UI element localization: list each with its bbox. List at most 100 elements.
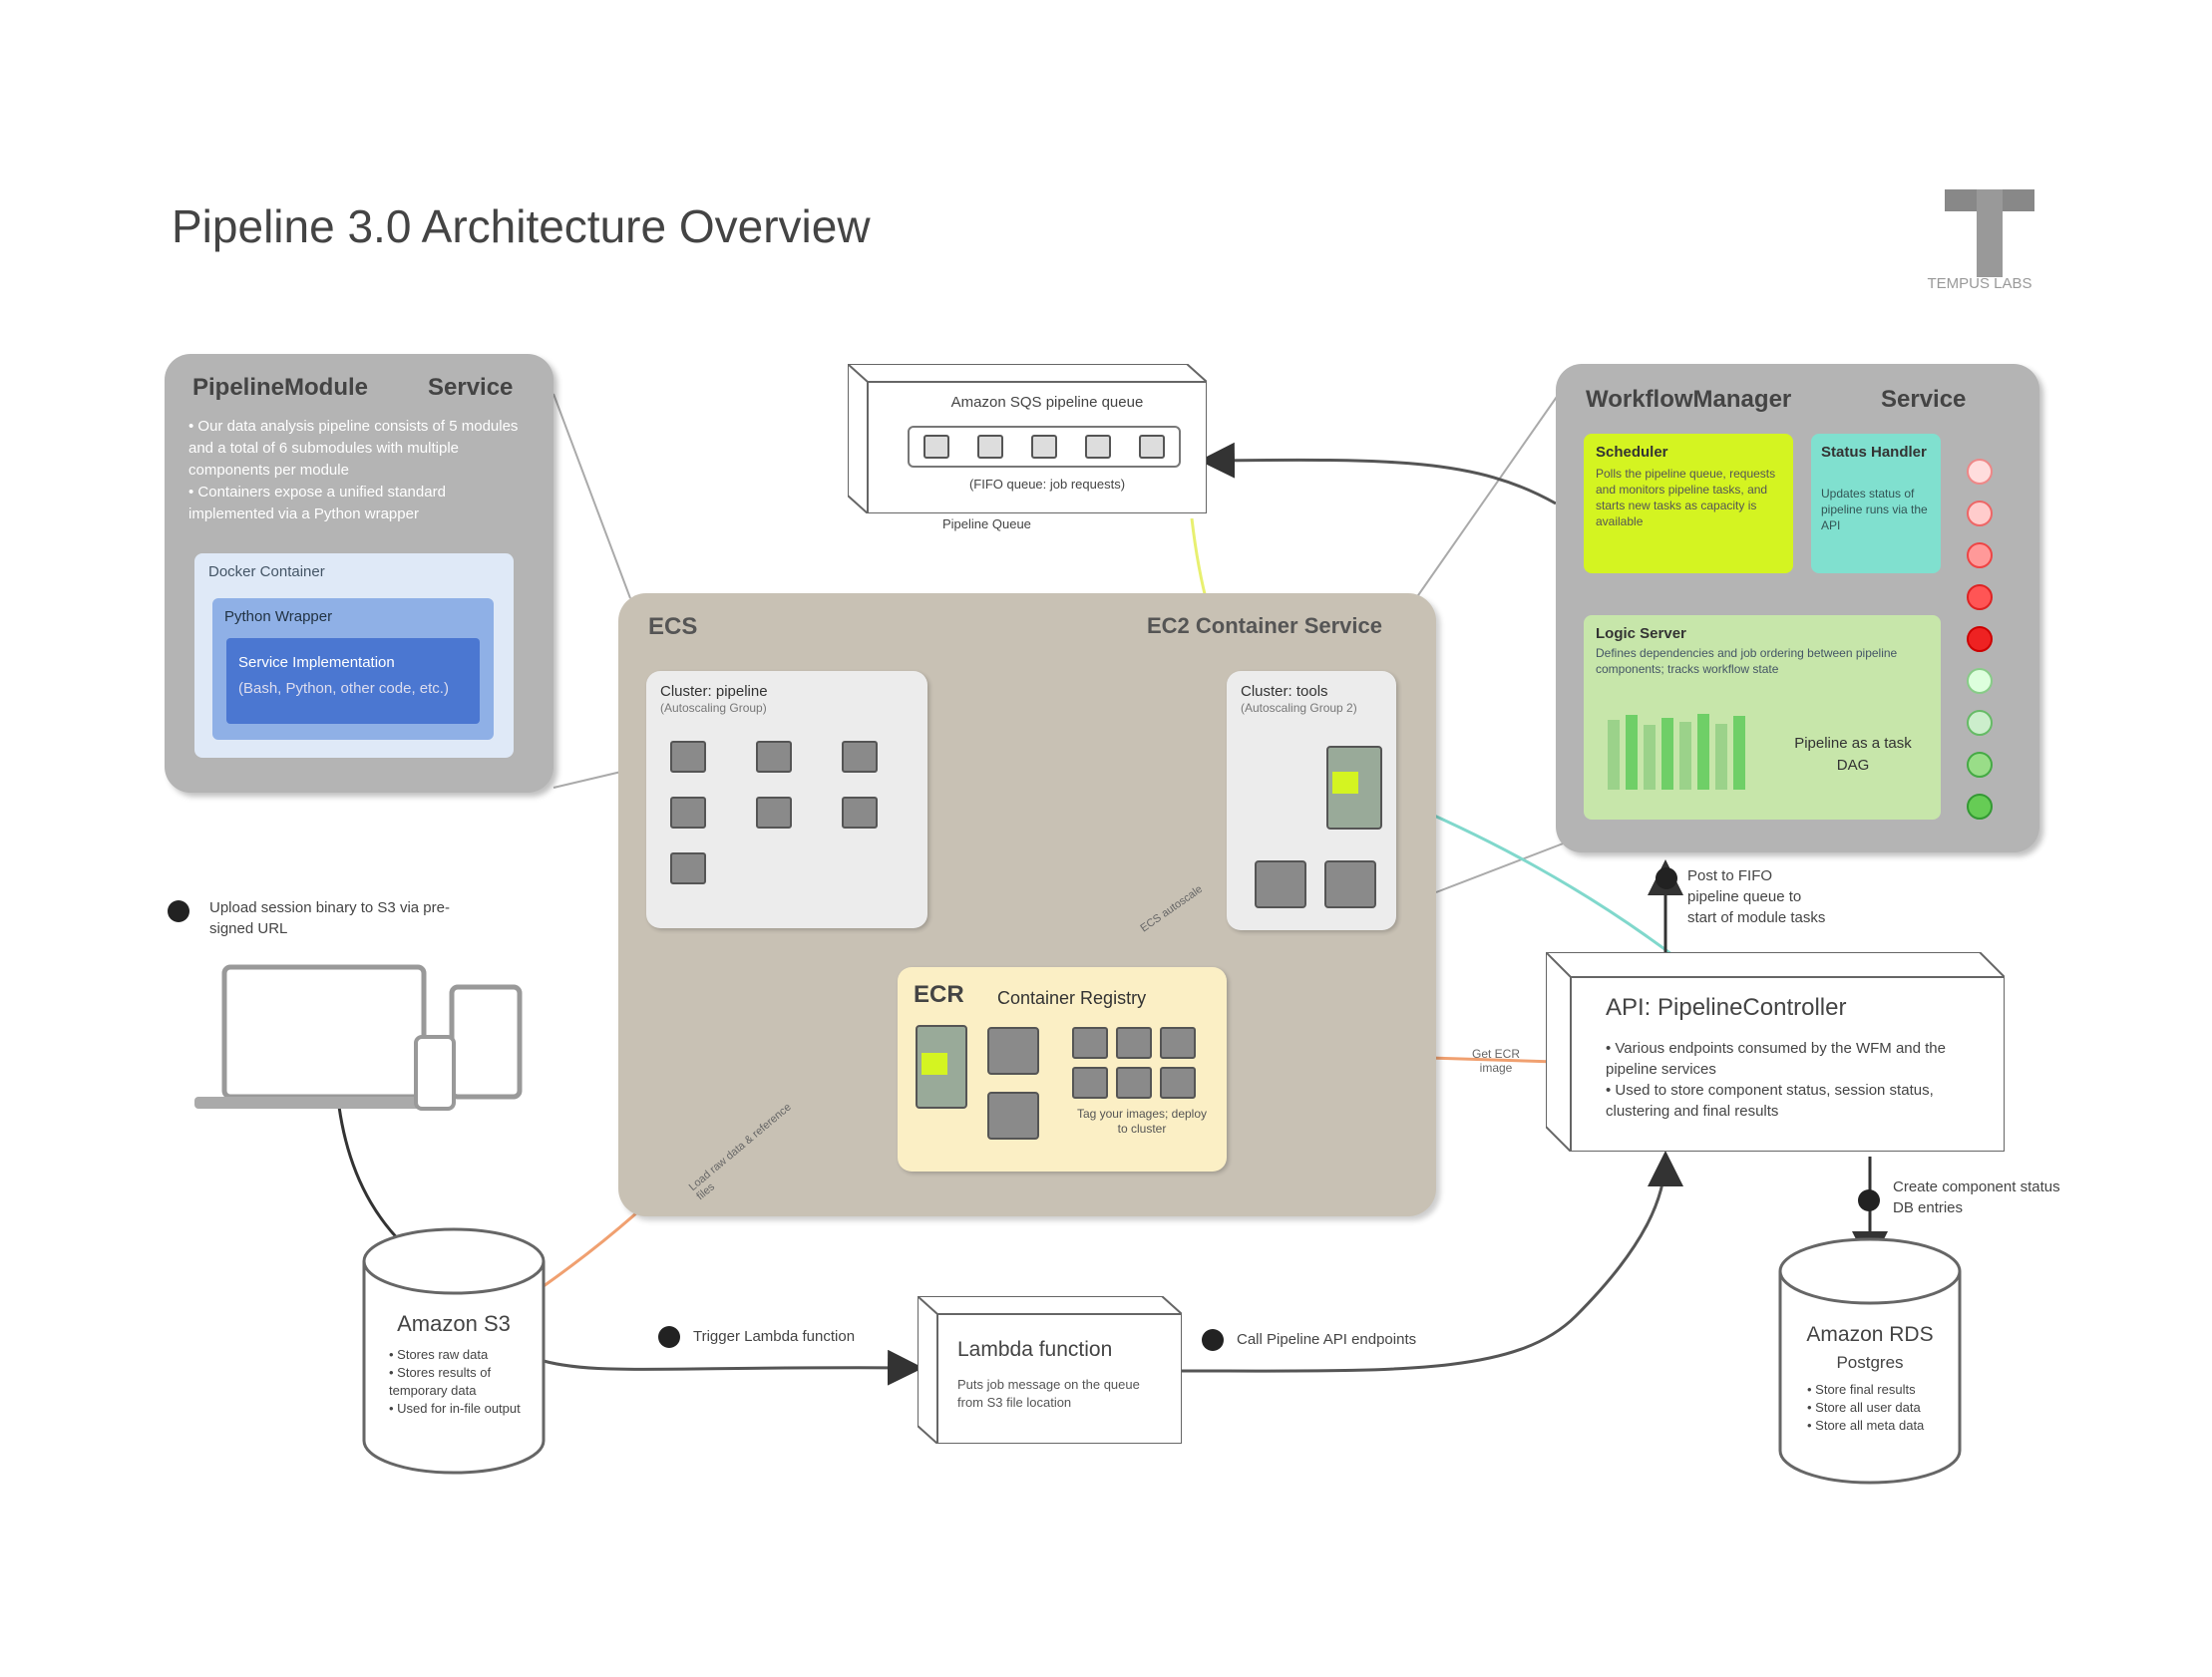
queue-label: Amazon SQS pipeline queue <box>950 394 1144 411</box>
amazon-s3[interactable]: Amazon S3 • Stores raw data • Stores res… <box>359 1221 549 1481</box>
scheduler-box[interactable]: Scheduler Polls the pipeline queue, requ… <box>1584 434 1793 573</box>
scheduler-text: Polls the pipeline queue, requests and m… <box>1596 467 1776 528</box>
ecr-wfm-image <box>916 1025 967 1109</box>
api-title: API: PipelineController <box>1606 994 1847 1021</box>
docker-label: Docker Container <box>208 563 325 580</box>
amazon-rds[interactable]: Amazon RDS Postgres • Store final result… <box>1775 1231 1965 1491</box>
status-dot <box>1967 584 1993 610</box>
tools-instance <box>1324 860 1376 908</box>
ecs-label: ECS <box>648 613 698 640</box>
status-dot <box>1967 752 1993 778</box>
edge-lambda-api <box>1181 1151 1683 1373</box>
api-bullets: • Various endpoints consumed by the WFM … <box>1606 1040 1946 1120</box>
logo-caption: TEMPUS LABS <box>1927 275 2032 292</box>
page-title: Pipeline 3.0 Architecture Overview <box>172 200 871 252</box>
step-dot <box>658 1326 680 1348</box>
tools-instance <box>1255 860 1306 908</box>
python-wrapper: Python Wrapper Service Implementation (B… <box>212 598 494 740</box>
ecr-image <box>987 1092 1039 1140</box>
workflow-manager-card[interactable]: WorkflowManager Service Scheduler Polls … <box>1556 364 2039 852</box>
cluster-pipeline[interactable]: Cluster: pipeline (Autoscaling Group) <box>646 671 927 928</box>
lambda-title: Lambda function <box>957 1338 1113 1361</box>
pipeline-module-card[interactable]: PipelineModule Service • Our data analys… <box>165 354 553 793</box>
cluster-tools-label: Cluster: tools <box>1241 683 1328 700</box>
queue-slot <box>1139 435 1165 459</box>
api-controller[interactable]: API: PipelineController • Various endpoi… <box>1546 952 2005 1152</box>
rds-step-label: Create component status DB entries <box>1893 1178 2060 1216</box>
container-instance <box>670 852 706 884</box>
status-title: Status Handler <box>1821 444 1927 461</box>
ecr-image-small <box>1160 1027 1196 1059</box>
zoom-line-top <box>553 393 631 599</box>
container-instance <box>670 741 706 773</box>
wfm-container <box>1326 746 1382 830</box>
rds-cylinder <box>1778 1237 1962 1485</box>
workflow-suffix: Service <box>1881 386 1967 413</box>
ecs-right-label: EC2 Container Service <box>1147 613 1382 638</box>
service-impl: Service Implementation (Bash, Python, ot… <box>226 638 480 724</box>
queue-slot <box>1085 435 1111 459</box>
ecr-api-label: Get ECR image <box>1471 1047 1520 1075</box>
logic-title: Logic Server <box>1596 625 1686 642</box>
s3-edge-label: Load raw data & reference files <box>686 1101 794 1203</box>
ecr-registry[interactable]: ECR Container Registry Tag your images; … <box>898 967 1227 1172</box>
status-dots <box>1967 459 1995 820</box>
logic-text: Defines dependencies and job ordering be… <box>1596 646 1898 676</box>
status-dot <box>1967 459 1993 485</box>
api-3d-box <box>1546 952 2005 1152</box>
autoscale-label: ECS autoscale <box>1138 882 1205 935</box>
ecr-note: Tag your images; deploy to cluster <box>1076 1107 1208 1136</box>
queue-3d-box <box>848 364 1207 513</box>
laptop-phone-tablet-icon <box>194 964 523 1111</box>
queue-slot <box>923 435 949 459</box>
service-impl-label: Service Implementation <box>238 654 395 671</box>
upload-step-label: Upload session binary to S3 via pre-sign… <box>209 899 450 937</box>
lambda-text: Puts job message on the queue from S3 fi… <box>957 1377 1140 1410</box>
status-dot <box>1967 501 1993 526</box>
status-dot <box>1967 710 1993 736</box>
cluster-tools[interactable]: Cluster: tools (Autoscaling Group 2) <box>1227 671 1396 930</box>
service-impl-sub: (Bash, Python, other code, etc.) <box>238 680 449 697</box>
step-dot <box>1202 1329 1224 1351</box>
ecr-image-small <box>1116 1027 1152 1059</box>
ecs-container[interactable]: ECS EC2 Container Service Cluster: pipel… <box>618 593 1436 1216</box>
lambda-step-out: Call Pipeline API endpoints <box>1237 1331 1417 1348</box>
edge-s3-lambda <box>543 1349 923 1386</box>
ecr-label: ECR <box>914 981 964 1008</box>
container-instance <box>670 797 706 829</box>
container-instance <box>756 797 792 829</box>
ecr-image-small <box>1072 1027 1108 1059</box>
logic-server-box[interactable]: Logic Server Defines dependencies and jo… <box>1584 615 1941 820</box>
lambda-3d-box <box>918 1296 1182 1444</box>
ecr-image-small <box>1072 1067 1108 1099</box>
queue-slots <box>908 426 1181 468</box>
container-instance <box>756 741 792 773</box>
container-instance <box>842 741 878 773</box>
status-dot <box>1967 542 1993 568</box>
pipeline-queue[interactable]: Amazon SQS pipeline queue (FIFO queue: j… <box>848 364 1207 513</box>
pipeline-module-title: PipelineModule <box>192 374 369 401</box>
cluster-pipeline-sub: (Autoscaling Group) <box>660 701 767 715</box>
status-dot <box>1967 794 1993 820</box>
lambda-function[interactable]: Lambda function Puts job message on the … <box>918 1296 1182 1444</box>
queue-slot <box>1031 435 1057 459</box>
queue-step-label: Post to FIFO pipeline queue to start of … <box>1687 867 1826 926</box>
pipeline-module-suffix: Service <box>428 374 514 401</box>
rds-title: Amazon RDS <box>1806 1323 1934 1346</box>
queue-slot <box>977 435 1003 459</box>
s3-bullets: • Stores raw data • Stores results of te… <box>389 1347 521 1416</box>
ecr-image-small <box>1160 1067 1196 1099</box>
container-instance <box>842 797 878 829</box>
s3-title: Amazon S3 <box>397 1311 511 1336</box>
step-dot <box>1656 867 1677 889</box>
docker-container: Docker Container Python Wrapper Service … <box>194 553 514 758</box>
ecr-image-small <box>1116 1067 1152 1099</box>
pipeline-module-desc: • Our data analysis pipeline consists of… <box>188 418 519 522</box>
status-text: Updates status of pipeline runs via the … <box>1821 487 1928 532</box>
python-label: Python Wrapper <box>224 608 333 625</box>
status-dot <box>1967 626 1993 652</box>
workflow-title: WorkflowManager <box>1586 386 1792 413</box>
ecr-image <box>987 1027 1039 1075</box>
edge-wfm-to-queue <box>1199 442 1557 505</box>
status-handler-box[interactable]: Status Handler Updates status of pipelin… <box>1811 434 1941 573</box>
